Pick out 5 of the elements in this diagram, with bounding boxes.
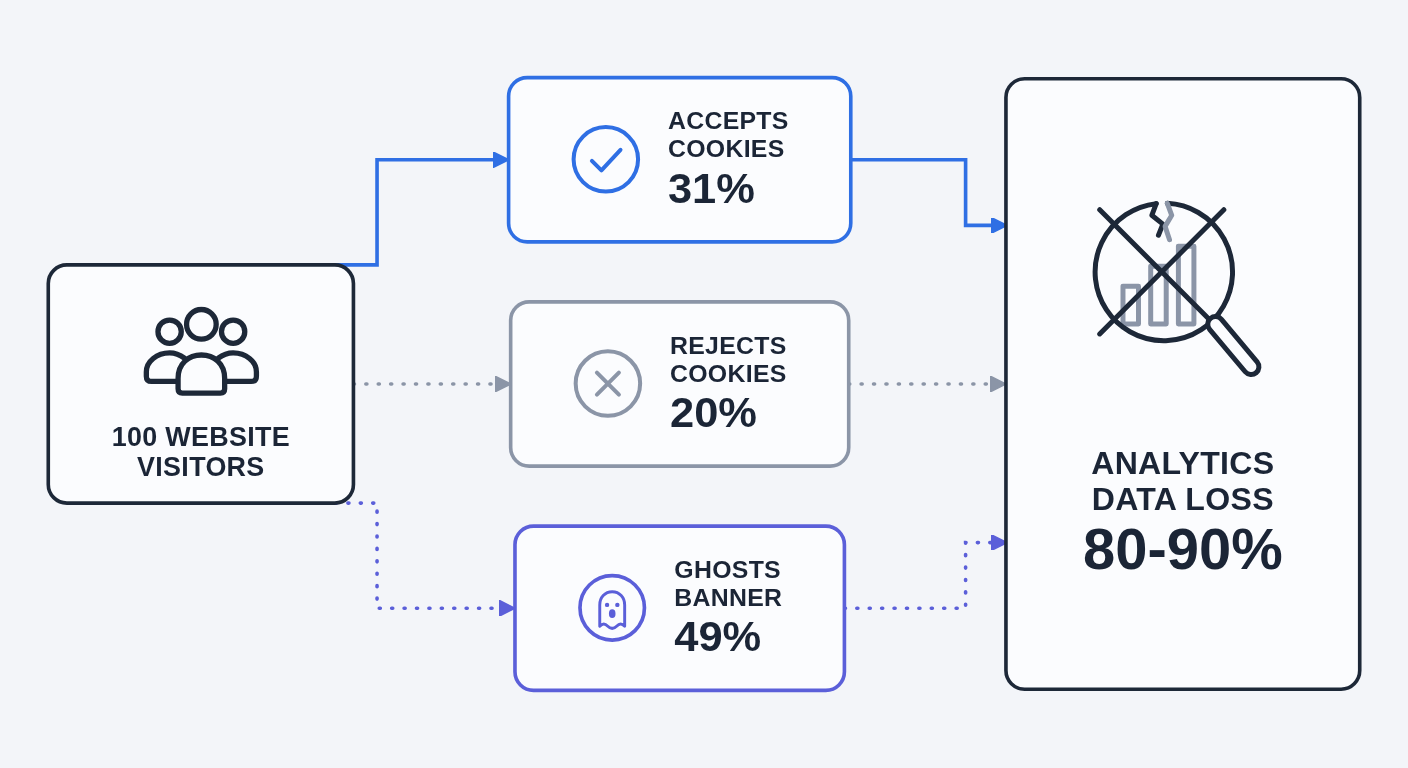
node-box: 100 WEBSITE VISITORS xyxy=(46,263,356,505)
node-box: ACCEPTS COOKIES 31% xyxy=(506,75,853,244)
node-box: REJECTS COOKIES 20% xyxy=(508,300,851,468)
node-box: ANALYTICS DATA LOSS 80-90% xyxy=(1004,76,1362,692)
node-box: GHOSTS BANNER 49% xyxy=(513,524,847,693)
